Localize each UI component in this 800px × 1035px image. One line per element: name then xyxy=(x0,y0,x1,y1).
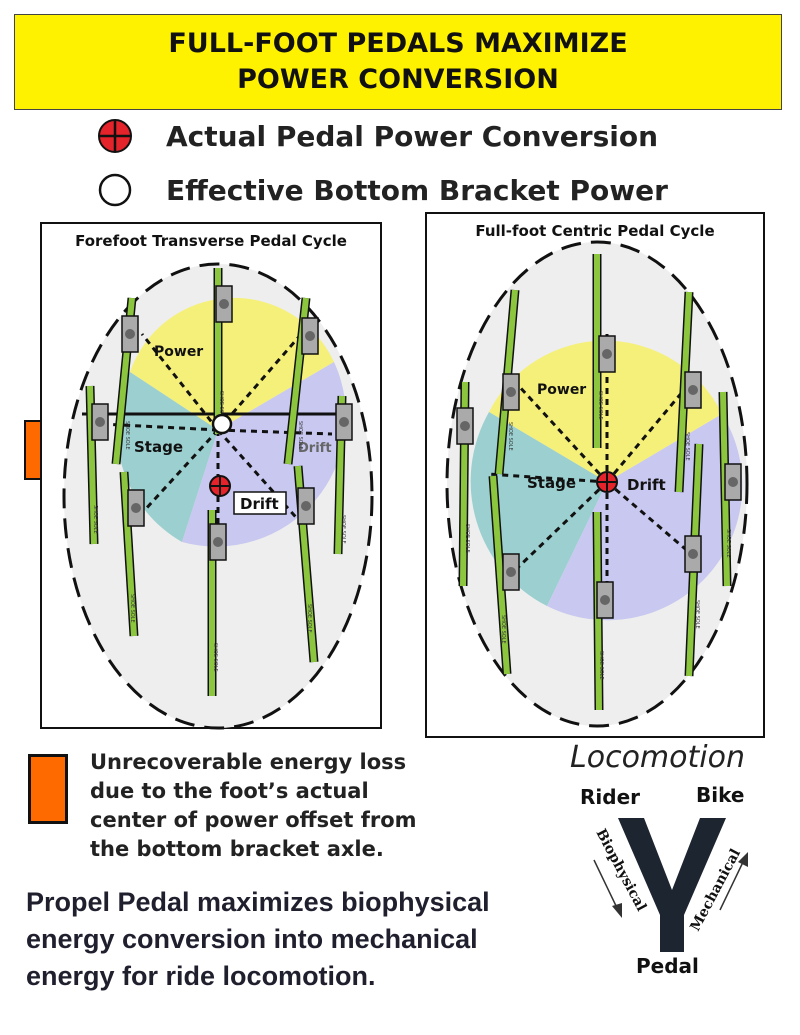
crank-arm: SHOE SOLE xyxy=(718,391,742,587)
crank-label: SHOE SOLE xyxy=(306,604,312,633)
crank-arm: SHOE SOLE xyxy=(456,381,474,587)
crank-arm: SHOE SOLE xyxy=(119,471,145,637)
fullfoot-cycle-diagram: Power Stage Drift SHOE SOLE SHOE SOLE SHOE… xyxy=(445,240,749,728)
crank-label: SHOE SOLE xyxy=(129,594,135,623)
left-power-label: Power xyxy=(154,344,203,360)
crank-label: SHOE SOLE xyxy=(464,524,470,553)
panel-forefoot-title: Forefoot Transverse Pedal Cycle xyxy=(75,232,347,250)
left-drift-box-label: Drift xyxy=(240,495,279,513)
left-drift-inner-label: Drift xyxy=(298,441,332,456)
crank-label: SHOE SOLE xyxy=(500,615,506,644)
biophysical-arrow-icon xyxy=(593,859,622,918)
white-circle-icon xyxy=(98,173,132,207)
legend-actual-label: Actual Pedal Power Conversion xyxy=(166,119,658,153)
locomotion-diagram: Locomotion Rider Bike Pedal Biophysical … xyxy=(560,740,790,1030)
crank-label: SHOE SOLE xyxy=(725,529,731,558)
crank-arm: SHOE SOLE xyxy=(494,289,520,475)
left-pedal-center-marker xyxy=(209,475,231,497)
right-power-label: Power xyxy=(537,382,586,398)
crank-label: SHOE SOLE xyxy=(218,391,224,420)
panel-fullfoot-title: Full-foot Centric Pedal Cycle xyxy=(475,222,715,240)
crank-label: SHOE SOLE xyxy=(598,651,604,680)
crank-label: SHOE SOLE xyxy=(684,432,690,461)
rider-label: Rider xyxy=(580,785,640,809)
crank-label: SHOE SOLE xyxy=(297,421,303,450)
crank-arm: SHOE SOLE xyxy=(684,443,704,677)
crank-arm: SHOE SOLE xyxy=(283,297,319,465)
crank-arm: SHOE SOLE xyxy=(293,465,319,663)
crank-arm: SHOE SOLE xyxy=(674,291,702,493)
pedal-label: Pedal xyxy=(636,954,699,978)
crank-arm: SHOE SOLE xyxy=(592,254,616,448)
energy-loss-note: Unrecoverable energy loss due to the foo… xyxy=(90,750,417,861)
right-pedal-center-marker xyxy=(596,471,618,493)
bike-label: Bike xyxy=(696,783,744,807)
crank-arm: SHOE SOLE xyxy=(111,297,139,465)
title-line-2: POWER CONVERSION xyxy=(237,64,559,95)
propel-statement: Propel Pedal maximizes biophysical energ… xyxy=(26,887,490,991)
crank-arm: SHOE SOLE xyxy=(333,395,353,555)
legend-actual: Actual Pedal Power Conversion xyxy=(97,118,658,154)
locomotion-title: Locomotion xyxy=(570,740,745,775)
crank-label: SHOE SOLE xyxy=(124,421,130,450)
title-line-1: FULL-FOOT PEDALS MAXIMIZE xyxy=(168,28,628,59)
crank-arm: SHOE SOLE xyxy=(213,268,233,434)
crank-label: SHOE SOLE xyxy=(694,600,700,629)
left-stage-label: Stage xyxy=(134,438,183,456)
red-crosshair-icon xyxy=(98,119,132,153)
title-banner: FULL-FOOT PEDALS MAXIMIZE POWER CONVERSI… xyxy=(14,14,782,110)
crank-label: SHOE SOLE xyxy=(212,643,218,672)
crank-label: SHOE SOLE xyxy=(340,515,346,544)
forefoot-cycle-diagram: Power Stage Drift Drift SHOE SOLE SHOE SO… xyxy=(62,262,374,730)
energy-loss-swatch xyxy=(28,754,68,824)
legend-effective-label: Effective Bottom Bracket Power xyxy=(166,173,668,207)
mechanical-arrow-icon xyxy=(719,852,748,911)
right-stage-label: Stage xyxy=(527,474,576,492)
crank-label: SHOE SOLE xyxy=(597,391,603,420)
panel-fullfoot: Full-foot Centric Pedal Cycle Power Stag… xyxy=(425,212,765,738)
crank-label: SHOE SOLE xyxy=(92,505,98,534)
panel-forefoot: Forefoot Transverse Pedal Cycle Power St… xyxy=(40,222,382,730)
legend-effective: Effective Bottom Bracket Power xyxy=(97,172,668,208)
right-drift-label: Drift xyxy=(627,476,666,494)
crank-arm: SHOE SOLE xyxy=(592,511,614,711)
left-bottom-bracket-marker xyxy=(211,413,233,435)
crank-arm: SHOE SOLE xyxy=(488,475,520,675)
crank-arm: SHOE SOLE xyxy=(85,385,109,545)
crank-arm: SHOE SOLE xyxy=(207,510,227,696)
crank-label: SHOE SOLE xyxy=(507,422,513,451)
